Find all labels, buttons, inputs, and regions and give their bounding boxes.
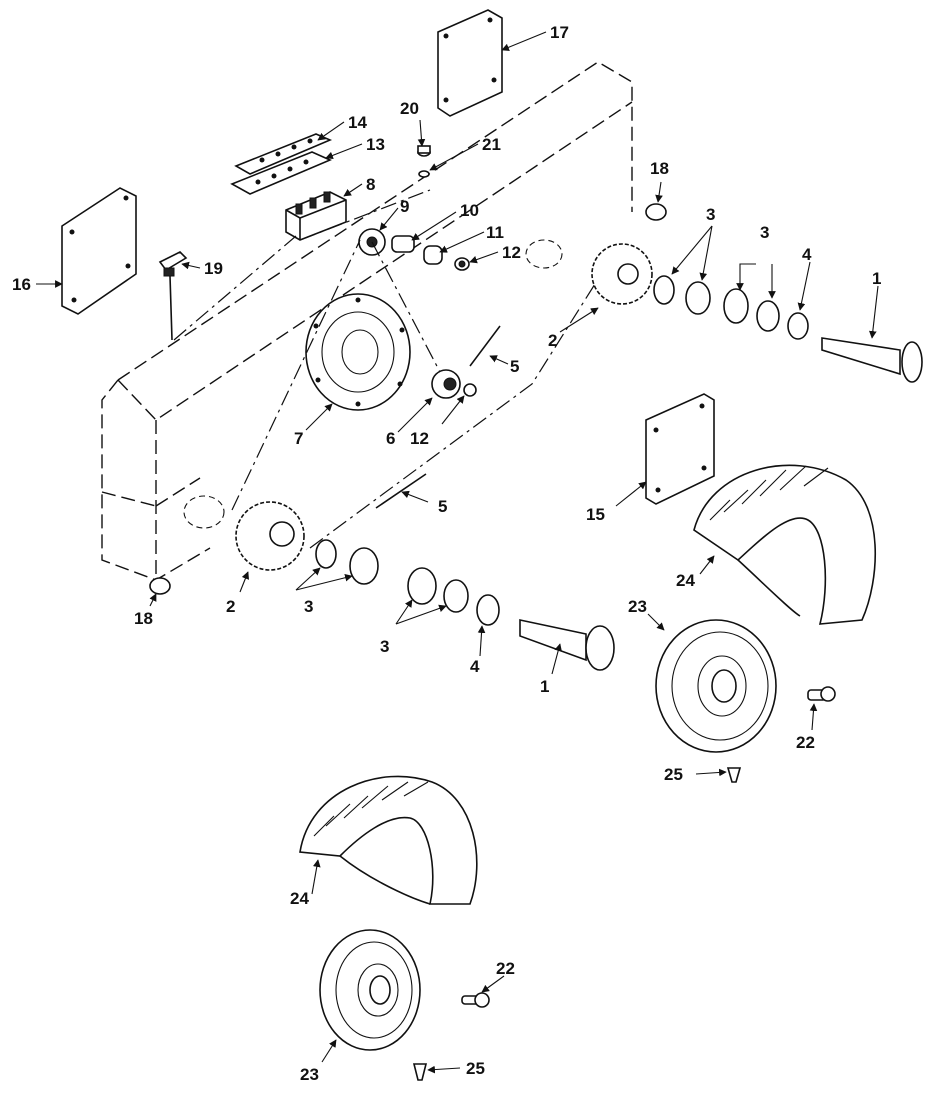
callout-6: 6: [386, 429, 395, 448]
top-cover-plate: [437, 9, 503, 117]
callout-15: 15: [586, 505, 605, 524]
left-axle-bearings: [315, 539, 615, 671]
callout-4-lower: 4: [470, 657, 480, 676]
callout-5-upper: 5: [510, 357, 519, 376]
callout-22-right: 22: [796, 733, 815, 752]
right-drive-sprocket: [525, 239, 653, 305]
leader-lines: [36, 31, 879, 1074]
tire-left: [299, 775, 478, 905]
hub-flange: [305, 293, 411, 411]
callout-17: 17: [550, 23, 569, 42]
callout-labels: 17 14 20 21 13 8 18 9 10 3 3 11 12 4 16 …: [12, 23, 881, 1084]
callout-16: 16: [12, 275, 31, 294]
callout-2-upper: 2: [548, 331, 557, 350]
callout-25-right: 25: [664, 765, 683, 784]
chain-case-housing: [101, 61, 633, 581]
tire-right: [693, 464, 877, 625]
callout-1-lower: 1: [540, 677, 549, 696]
callout-1-upper: 1: [872, 269, 881, 288]
valve-stem-left: [412, 1063, 428, 1081]
callout-14: 14: [348, 113, 367, 132]
callout-18-lower: 18: [134, 609, 153, 628]
small-sprocket: [431, 369, 477, 399]
callout-7: 7: [294, 429, 303, 448]
idler-sprocket-assembly: [358, 228, 470, 271]
drive-chain-upper: [469, 325, 501, 367]
callout-5-lower: 5: [438, 497, 447, 516]
callout-23-right: 23: [628, 597, 647, 616]
side-cover-plate: [61, 187, 137, 315]
left-drive-sprocket: [149, 495, 305, 595]
callout-12-upper: 12: [502, 243, 521, 262]
callout-21: 21: [482, 135, 501, 154]
axle-cover-plate: [645, 393, 715, 505]
right-axle-bearings: [645, 203, 923, 383]
callout-19: 19: [204, 259, 223, 278]
wheel-rim-right: [655, 619, 777, 753]
callout-3-b: 3: [760, 223, 769, 242]
wheel-bolt-left: [461, 992, 490, 1008]
callout-22-left: 22: [496, 959, 515, 978]
callout-10: 10: [460, 201, 479, 220]
callout-20: 20: [400, 99, 419, 118]
callout-8: 8: [366, 175, 375, 194]
callout-18-upper: 18: [650, 159, 669, 178]
callout-25-left: 25: [466, 1059, 485, 1078]
callout-4-upper: 4: [802, 245, 812, 264]
drive-chain-lower: [375, 473, 427, 509]
callout-24-right: 24: [676, 571, 695, 590]
dipstick: [158, 251, 188, 341]
callout-24-left: 24: [290, 889, 309, 908]
fill-plug: [417, 145, 431, 178]
callout-3-d: 3: [380, 637, 389, 656]
callout-13: 13: [366, 135, 385, 154]
wheel-rim-left: [319, 929, 421, 1051]
callout-11: 11: [486, 223, 504, 242]
callout-9: 9: [400, 197, 409, 216]
callout-3-c: 3: [304, 597, 313, 616]
phantom-lines: [173, 189, 601, 549]
tensioner-block: [285, 191, 347, 241]
callout-23-left: 23: [300, 1065, 319, 1084]
shim-plates: [230, 133, 333, 195]
wheel-bolt-right: [807, 686, 836, 702]
callout-2-lower: 2: [226, 597, 235, 616]
callout-3-a: 3: [706, 205, 715, 224]
valve-stem-right: [726, 767, 742, 783]
callout-12-lower: 12: [410, 429, 429, 448]
